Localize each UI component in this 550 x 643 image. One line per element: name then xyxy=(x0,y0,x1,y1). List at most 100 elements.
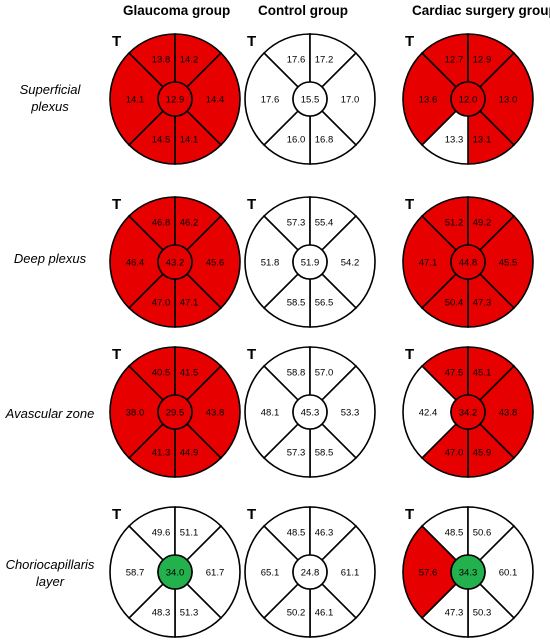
sector-value-sup-temporal: 57.3 xyxy=(287,218,306,229)
sector-value-temporal: 13.6 xyxy=(419,95,438,106)
sector-value-sup-temporal: 46.8 xyxy=(152,218,171,229)
sector-value-center: 51.9 xyxy=(301,258,320,269)
sector-value-sup-nasal: 17.2 xyxy=(315,55,334,66)
sector-value-sup-nasal: 46.2 xyxy=(180,218,199,229)
temporal-orientation-mark: T xyxy=(247,196,256,213)
sector-value-inf-temporal: 13.3 xyxy=(445,135,464,146)
sector-value-inf-nasal: 47.3 xyxy=(473,298,492,309)
sector-value-inf-temporal: 14.5 xyxy=(152,135,171,146)
row-label-line: Deep plexus xyxy=(13,251,87,266)
sector-value-nasal: 60.1 xyxy=(499,568,518,579)
sector-center xyxy=(292,81,328,117)
temporal-orientation-mark: T xyxy=(247,33,256,50)
sector-value-inf-temporal: 47.0 xyxy=(445,448,464,459)
sector-value-nasal: 61.1 xyxy=(341,568,360,579)
column-header-glaucoma: Glaucoma group xyxy=(123,3,231,18)
sector-center xyxy=(157,81,193,117)
sector-value-center: 12.0 xyxy=(459,95,478,106)
sector-value-sup-temporal: 47.5 xyxy=(445,368,464,379)
sector-value-nasal: 61.7 xyxy=(206,568,225,579)
row-label-line: plexus xyxy=(31,99,69,114)
sector-value-inf-nasal: 51.3 xyxy=(180,608,199,619)
sector-value-temporal: 58.7 xyxy=(126,568,145,579)
sector-value-temporal: 38.0 xyxy=(126,408,145,419)
sector-value-nasal: 53.3 xyxy=(341,408,360,419)
temporal-orientation-mark: T xyxy=(112,506,121,523)
sector-value-nasal: 43.8 xyxy=(499,408,518,419)
row-label-line: Choriocapillaris xyxy=(5,557,95,572)
sector-value-sup-nasal: 41.5 xyxy=(180,368,199,379)
sector-center xyxy=(292,554,328,590)
sector-value-inf-temporal: 50.4 xyxy=(445,298,464,309)
sector-center xyxy=(292,244,328,280)
sector-value-sup-temporal: 13.8 xyxy=(152,55,171,66)
sector-value-center: 24.8 xyxy=(301,568,320,579)
sector-value-temporal: 47.1 xyxy=(419,258,438,269)
sector-value-center: 34.0 xyxy=(166,568,185,579)
sector-value-nasal: 43.8 xyxy=(206,408,225,419)
sector-value-center: 34.3 xyxy=(459,568,478,579)
sector-value-sup-temporal: 49.6 xyxy=(152,528,171,539)
sector-center xyxy=(450,81,486,117)
sector-value-inf-nasal: 44.9 xyxy=(180,448,199,459)
sector-value-center: 15.5 xyxy=(301,95,320,106)
sector-value-temporal: 48.1 xyxy=(261,408,280,419)
sector-value-inf-nasal: 14.1 xyxy=(180,135,199,146)
sector-value-sup-temporal: 48.5 xyxy=(287,528,306,539)
temporal-orientation-mark: T xyxy=(405,346,414,363)
sector-center xyxy=(450,554,486,590)
sector-value-inf-nasal: 56.5 xyxy=(315,298,334,309)
sector-value-sup-nasal: 46.3 xyxy=(315,528,334,539)
temporal-orientation-mark: T xyxy=(112,33,121,50)
sector-center xyxy=(157,394,193,430)
sector-value-inf-nasal: 45.9 xyxy=(473,448,492,459)
sector-value-inf-temporal: 47.0 xyxy=(152,298,171,309)
sector-center xyxy=(450,244,486,280)
sector-value-sup-temporal: 48.5 xyxy=(445,528,464,539)
sector-value-center: 43.2 xyxy=(166,258,185,269)
sector-value-sup-temporal: 12.7 xyxy=(445,55,464,66)
sector-value-inf-temporal: 41.3 xyxy=(152,448,171,459)
sector-value-inf-nasal: 47.1 xyxy=(180,298,199,309)
sector-value-temporal: 14.1 xyxy=(126,95,145,106)
sector-value-center: 34.2 xyxy=(459,408,478,419)
sector-value-inf-nasal: 16.8 xyxy=(315,135,334,146)
sector-value-sup-temporal: 40.5 xyxy=(152,368,171,379)
row-label-choriocapillaris-layer: Choriocapillaris layer xyxy=(0,556,100,590)
sector-value-temporal: 57.6 xyxy=(419,568,438,579)
sector-value-temporal: 46.4 xyxy=(126,258,145,269)
row-label-superficial-plexus: Superficial plexus xyxy=(0,81,100,115)
row-label-line: layer xyxy=(35,574,65,589)
temporal-orientation-mark: T xyxy=(405,33,414,50)
sector-value-inf-nasal: 58.5 xyxy=(315,448,334,459)
temporal-orientation-mark: T xyxy=(112,196,121,213)
sector-value-inf-temporal: 47.3 xyxy=(445,608,464,619)
sector-value-center: 12.9 xyxy=(166,95,185,106)
row-label-deep-plexus: Deep plexus xyxy=(0,250,100,267)
row-label-line: Superficial xyxy=(19,82,81,97)
sector-value-inf-temporal: 16.0 xyxy=(287,135,306,146)
sector-value-nasal: 54.2 xyxy=(341,258,360,269)
sector-value-inf-nasal: 50.3 xyxy=(473,608,492,619)
sector-center xyxy=(157,554,193,590)
sector-value-sup-temporal: 51.2 xyxy=(445,218,464,229)
temporal-orientation-mark: T xyxy=(247,506,256,523)
sector-value-sup-nasal: 55.4 xyxy=(315,218,334,229)
sector-center xyxy=(157,244,193,280)
sector-value-sup-nasal: 45.1 xyxy=(473,368,492,379)
sector-value-sup-nasal: 57.0 xyxy=(315,368,334,379)
column-header-control: Control group xyxy=(258,3,348,18)
sector-value-inf-nasal: 13.1 xyxy=(473,135,492,146)
column-header-cardiac-surgery: Cardiac surgery group xyxy=(412,3,550,18)
sector-value-center: 44.8 xyxy=(459,258,478,269)
